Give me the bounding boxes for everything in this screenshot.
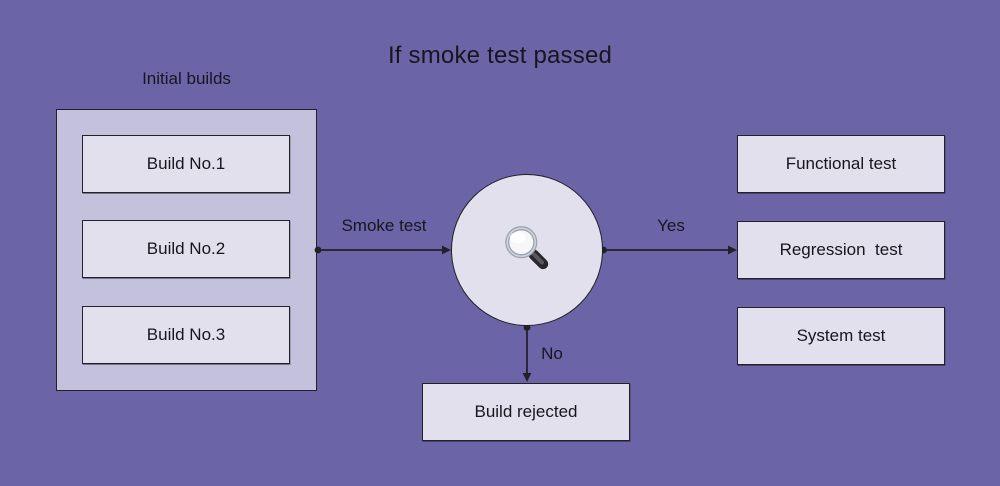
build-rejected-label: Build rejected: [474, 402, 578, 421]
regression-test-node: Regression test: [737, 221, 945, 279]
build-node-1: Build No.1: [82, 135, 290, 193]
initial-builds-group: Build No.1 Build No.2 Build No.3: [56, 109, 317, 391]
smoke-test-edge-label: Smoke test: [341, 216, 427, 235]
build-node-2: Build No.2: [82, 220, 290, 278]
regression-test-label: Regression test: [779, 240, 903, 259]
build-node-1-label: Build No.1: [146, 154, 226, 173]
build-node-2-label: Build No.2: [146, 239, 226, 258]
initial-builds-label: Initial builds: [142, 69, 231, 88]
functional-test-label: Functional test: [785, 154, 897, 173]
decision-node: [451, 174, 603, 326]
system-test-label: System test: [796, 326, 886, 345]
build-node-3-label: Build No.3: [146, 325, 226, 344]
no-arrow: [522, 324, 532, 382]
smoke-test-arrow: [314, 245, 451, 255]
system-test-node: System test: [737, 307, 945, 365]
yes-edge-label: Yes: [657, 216, 685, 235]
functional-test-node: Functional test: [737, 135, 945, 193]
build-rejected-node: Build rejected: [422, 383, 630, 441]
no-edge-label: No: [541, 344, 563, 363]
diagram-title: If smoke test passed: [387, 42, 613, 69]
magnifier-icon: [505, 226, 549, 270]
yes-arrow: [600, 245, 737, 255]
build-node-3: Build No.3: [82, 306, 290, 364]
